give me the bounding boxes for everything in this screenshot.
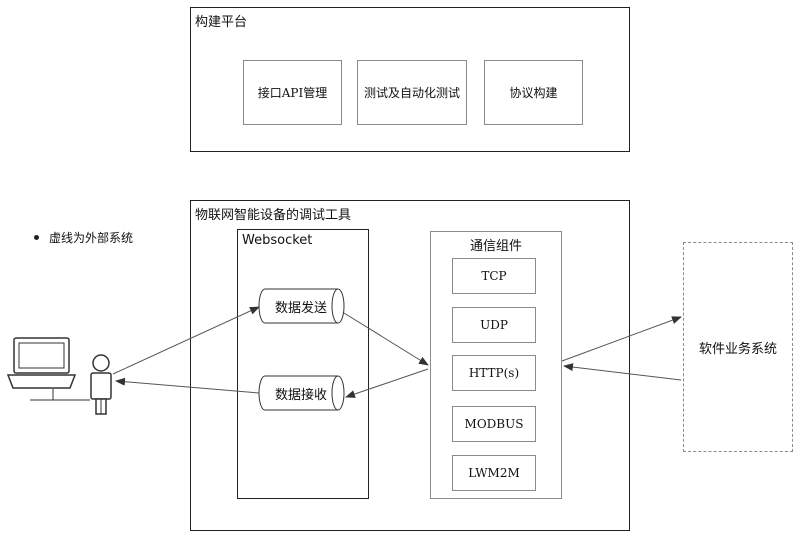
data-receive-label: 数据接收: [274, 387, 327, 403]
module-api-management: 接口API管理: [243, 60, 342, 125]
external-system-label: 软件业务系统: [698, 341, 777, 357]
external-system-box: 软件业务系统: [683, 242, 793, 452]
connector-arrows: [112, 306, 682, 398]
legend-bullet: [34, 235, 39, 240]
protocol-http: HTTP(s): [452, 355, 536, 391]
arrow-external-to-comm: [563, 363, 682, 381]
data-receive-cylinder: [258, 375, 345, 411]
arrow-user-to-send: [112, 306, 260, 375]
websocket-title: Websocket: [242, 233, 313, 248]
build-platform-title: 构建平台: [195, 15, 248, 30]
arrow-receive-to-user: [115, 377, 260, 394]
protocol-modbus: MODBUS: [452, 406, 536, 442]
arrow-send-to-comm: [343, 312, 429, 366]
comm-component-box: 通信组件: [430, 231, 562, 499]
legend: 虚线为外部系统: [34, 229, 133, 246]
arrow-comm-to-receive: [345, 368, 429, 398]
build-platform-box: 构建平台: [190, 7, 630, 152]
debug-tool-title: 物联网智能设备的调试工具: [195, 208, 352, 223]
module-testing-automation: 测试及自动化测试: [357, 60, 467, 125]
arrow-comm-to-external: [561, 316, 682, 362]
debug-tool-box: 物联网智能设备的调试工具: [190, 200, 630, 531]
protocol-lwm2m: LWM2M: [452, 455, 536, 491]
websocket-box: Websocket: [237, 229, 369, 499]
data-send-cylinder: [258, 288, 345, 324]
protocol-tcp: TCP: [452, 258, 536, 294]
data-send-label: 数据发送: [274, 300, 327, 316]
protocol-udp: UDP: [452, 307, 536, 343]
computer-user-icon: [6, 337, 112, 415]
comm-component-title: 通信组件: [469, 239, 522, 254]
legend-text: 虚线为外部系统: [49, 231, 134, 245]
module-protocol-build: 协议构建: [484, 60, 583, 125]
